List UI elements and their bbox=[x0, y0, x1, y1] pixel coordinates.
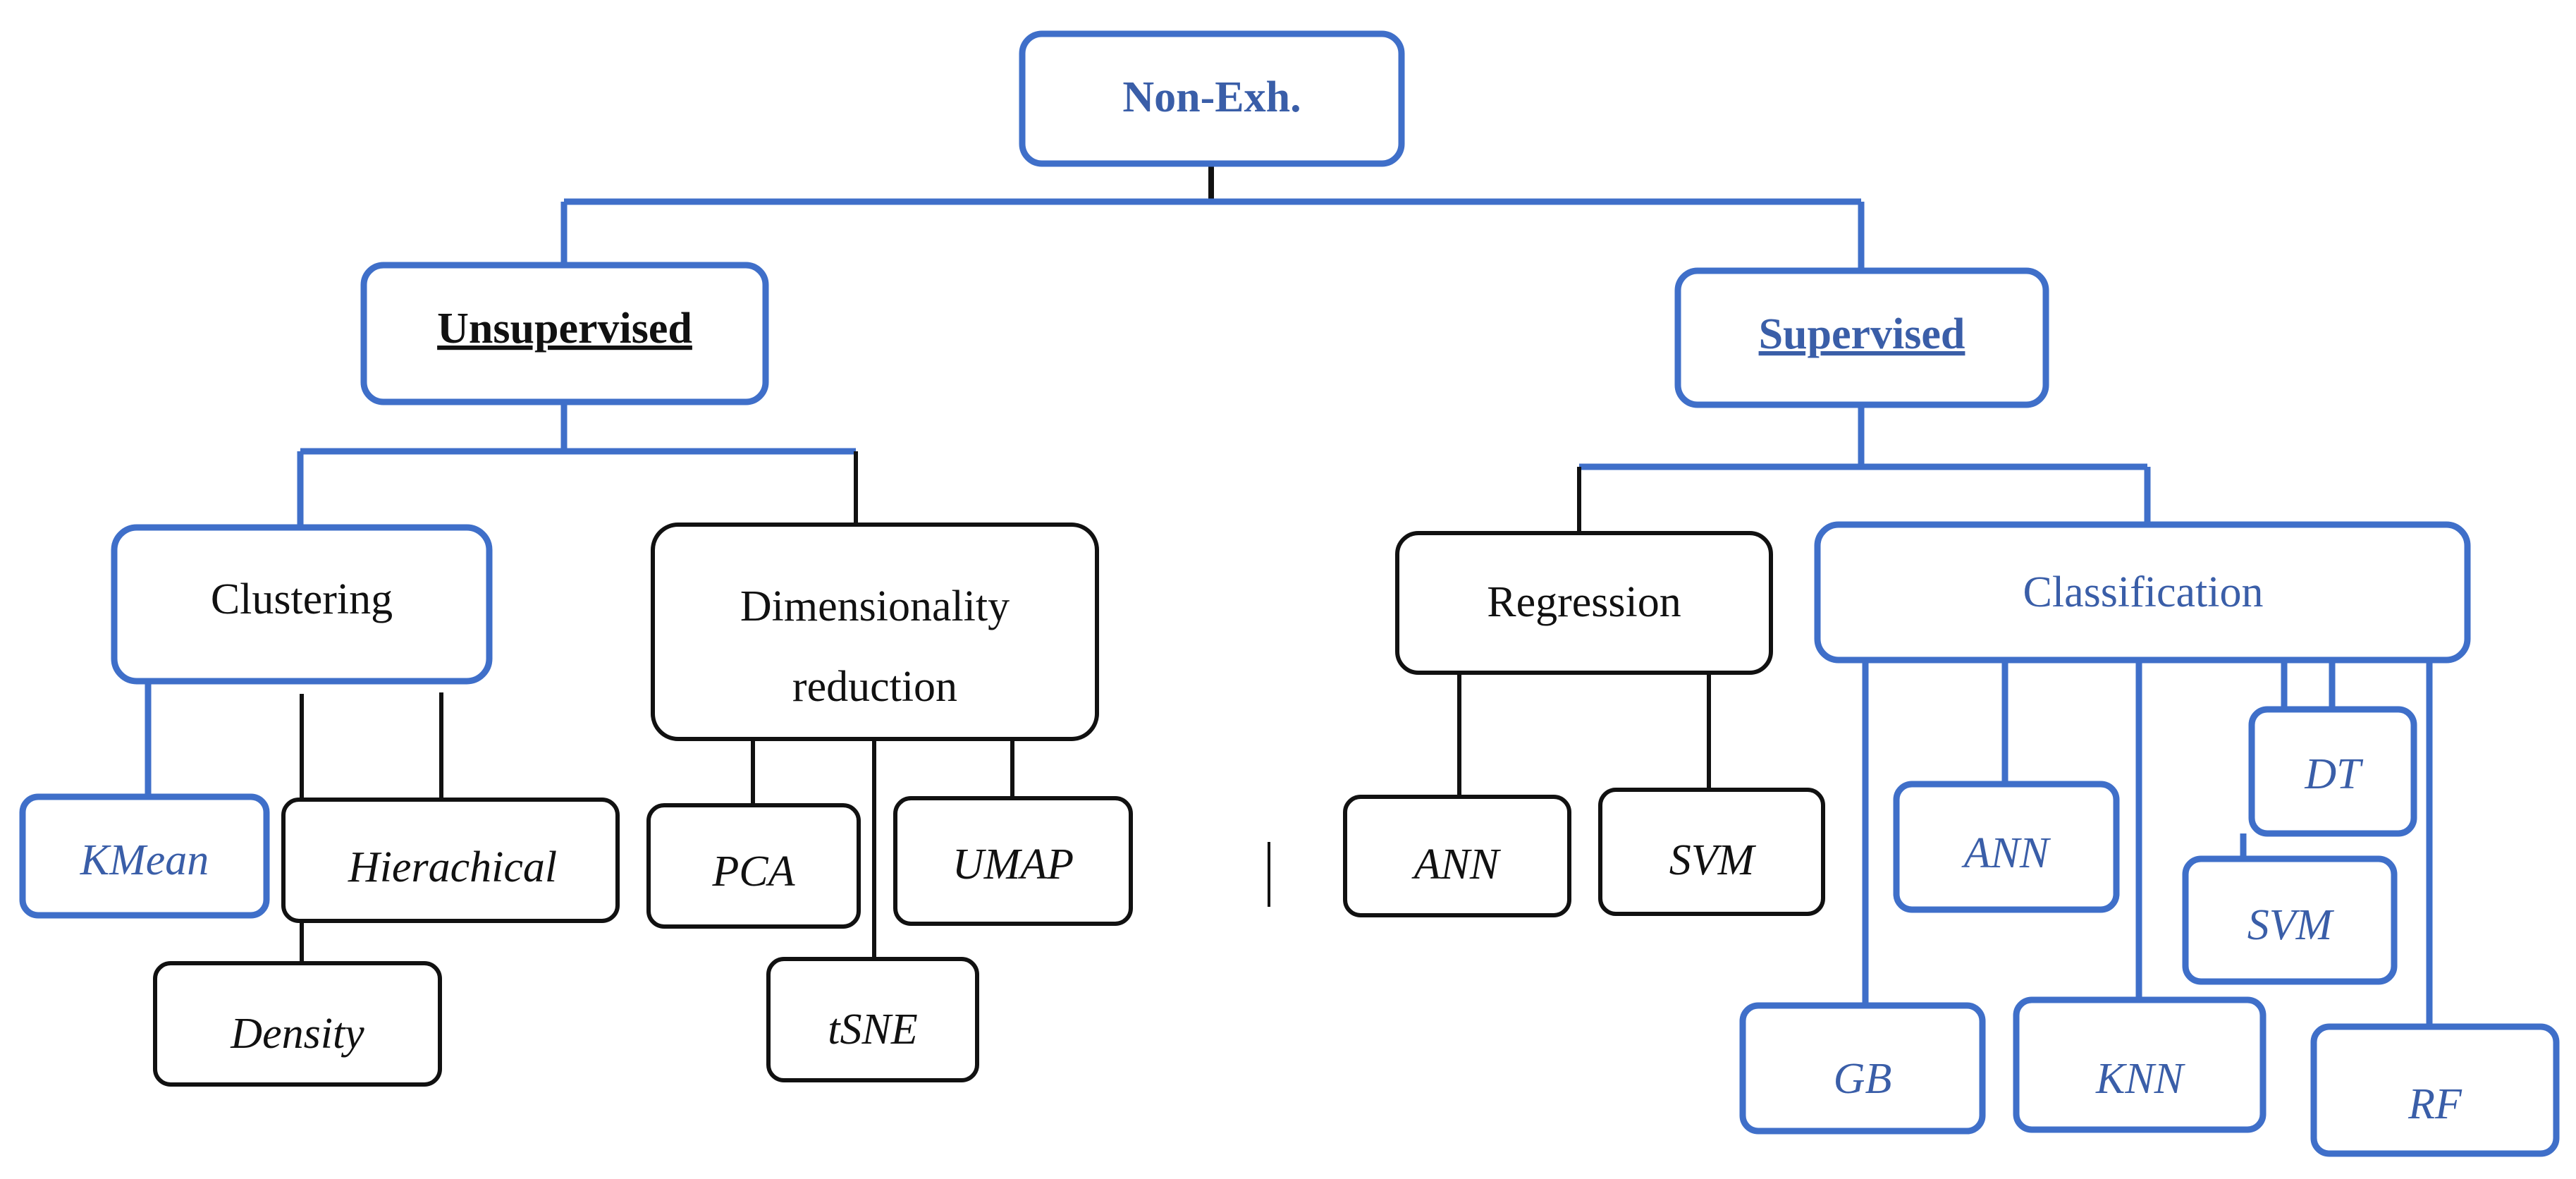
classification-ann-label: ANN bbox=[1961, 829, 2051, 877]
node-umap: UMAP bbox=[893, 796, 1133, 926]
node-unsupervised: Unsupervised bbox=[360, 262, 769, 405]
node-classification-svm: SVM bbox=[2182, 855, 2398, 985]
node-tsne: tSNE bbox=[766, 957, 979, 1082]
node-pca: PCA bbox=[646, 803, 861, 929]
tsne-label: tSNE bbox=[828, 1006, 917, 1053]
root-label: Non-Exh. bbox=[1122, 73, 1301, 121]
connectors bbox=[145, 164, 2433, 1027]
classification-svm-label: SVM bbox=[2247, 901, 2335, 949]
node-density: Density bbox=[153, 961, 442, 1087]
node-clustering: Clustering bbox=[111, 524, 493, 685]
node-dimensionality-reduction: Dimensionality reduction bbox=[651, 523, 1099, 741]
dimred-label-line2: reduction bbox=[792, 663, 957, 711]
regression-label: Regression bbox=[1487, 578, 1681, 626]
regression-ann-label: ANN bbox=[1411, 841, 1502, 888]
regression-svm-label: SVM bbox=[1669, 836, 1757, 884]
node-root: Non-Exh. bbox=[1019, 30, 1405, 167]
node-knn: KNN bbox=[2013, 996, 2267, 1133]
node-regression-svm: SVM bbox=[1598, 788, 1825, 916]
unsupervised-label: Unsupervised bbox=[437, 305, 692, 353]
node-supervised: Supervised bbox=[1674, 267, 2049, 408]
dimred-label-line1: Dimensionality bbox=[740, 582, 1010, 630]
node-classification: Classification bbox=[1814, 521, 2471, 664]
umap-label: UMAP bbox=[952, 841, 1074, 888]
classification-label: Classification bbox=[2023, 568, 2264, 616]
node-dt: DT bbox=[2248, 706, 2417, 837]
node-kmean: KMean bbox=[19, 793, 270, 919]
node-hierachical: Hierachical bbox=[281, 798, 620, 923]
dt-label: DT bbox=[2304, 750, 2364, 798]
node-gb: GB bbox=[1739, 1002, 1986, 1135]
gb-label: GB bbox=[1834, 1055, 1892, 1103]
node-regression-ann: ANN bbox=[1343, 795, 1571, 917]
kmean-label: KMean bbox=[80, 836, 209, 884]
node-classification-ann: ANN bbox=[1893, 781, 2120, 913]
clustering-label: Clustering bbox=[211, 575, 393, 623]
hierachical-label: Hierachical bbox=[348, 843, 557, 891]
pca-label: PCA bbox=[711, 848, 795, 896]
node-regression: Regression bbox=[1395, 531, 1773, 675]
supervised-label: Supervised bbox=[1759, 310, 1965, 358]
node-rf: RF bbox=[2310, 1023, 2560, 1157]
rf-label: RF bbox=[2408, 1080, 2462, 1128]
density-label: Density bbox=[230, 1010, 364, 1058]
knn-label: KNN bbox=[2095, 1055, 2186, 1103]
nodes: Non-Exh. Unsupervised Supervised Cluster… bbox=[19, 30, 2560, 1157]
